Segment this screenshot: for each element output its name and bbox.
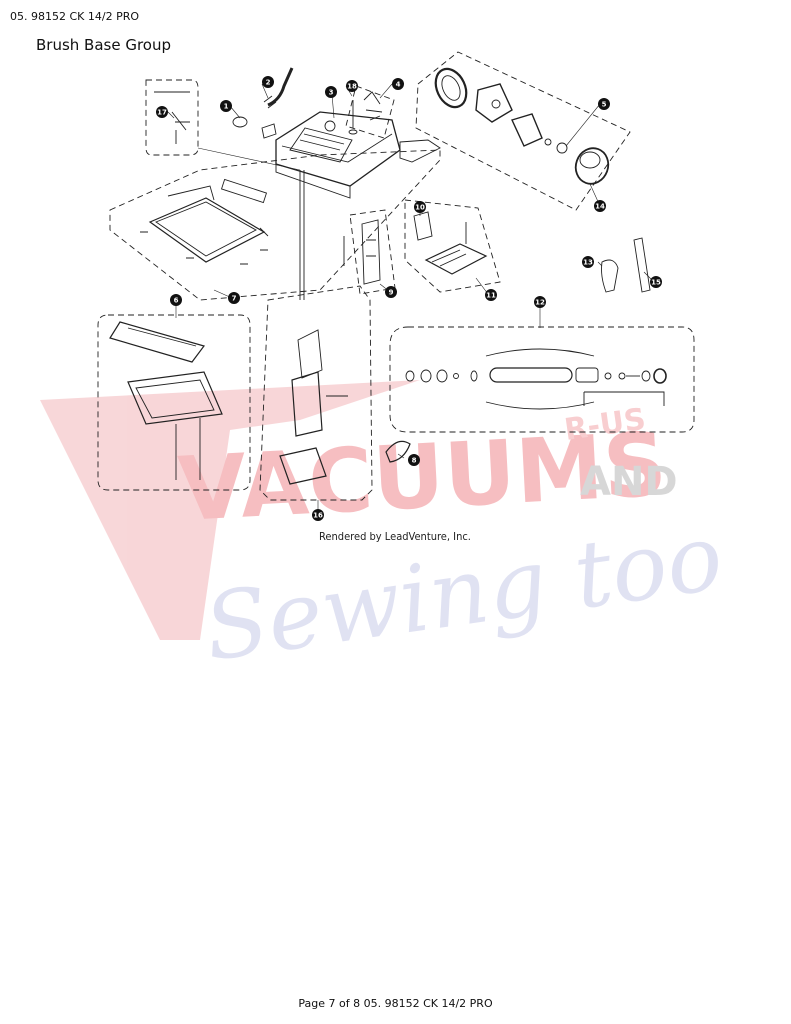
part-17-bracket [154,91,190,144]
svg-text:14: 14 [595,203,605,211]
page-footer: Page 7 of 8 05. 98152 CK 14/2 PRO [298,997,493,1010]
svg-text:16: 16 [313,512,323,520]
svg-text:11: 11 [486,292,496,300]
svg-text:7: 7 [232,295,237,303]
outline-group-7 [109,149,441,301]
watermark-swoosh [40,380,420,640]
document-code: 05. 98152 CK 14/2 PRO [10,10,140,23]
outline-group-4 [345,85,395,139]
svg-text:8: 8 [412,457,417,465]
group-outlines [97,51,695,501]
svg-text:10: 10 [415,204,425,212]
part-10-bracket [413,211,433,241]
svg-text:12: 12 [535,299,545,307]
outline-group-14 [415,51,631,211]
callout-3: 3 [325,86,337,98]
callout-14: 14 [594,200,606,212]
outline-group-9 [349,209,396,295]
callout-16: 16 [312,509,324,521]
part-16-linkage-column [279,170,348,485]
outline-group-6 [97,314,251,491]
callout-9: 9 [385,286,397,298]
outline-group-11 [404,199,501,293]
part-18-screw [348,100,358,135]
svg-text:2: 2 [266,79,271,87]
part-6-nozzle-assembly [109,321,223,480]
part-11-switch-block [424,222,488,275]
part-1-grommet [232,116,248,128]
plate-screws [140,231,268,265]
part-15-wand [633,237,651,293]
callout-18: 18 [346,80,358,92]
part-7-bottom-plate [148,178,269,263]
section-title: Brush Base Group [36,36,172,54]
callout-13: 13 [582,256,594,268]
callout-8: 8 [408,454,420,466]
housing-panel [399,139,441,163]
svg-text:4: 4 [396,81,401,89]
callout-12: 12 [534,296,546,308]
part-13-knob [601,259,619,293]
callout-15: 15 [650,276,662,288]
callouts: 1 2 3 4 5 6 7 8 9 10 11 12 13 14 15 16 1… [156,76,662,521]
part-9-latch [343,219,381,285]
callout-10: 10 [414,201,426,213]
callout-6: 6 [170,294,182,306]
outline-group-16 [259,285,373,501]
outline-group-12 [389,326,695,433]
part-12-brushroll-assembly [405,348,667,410]
callout-17: 17 [156,106,168,118]
svg-text:9: 9 [389,289,394,297]
svg-text:18: 18 [347,83,357,91]
callout-4: 4 [392,78,404,90]
callout-7: 7 [228,292,240,304]
svg-text:1: 1 [224,103,229,111]
part-2-hose-elbow [263,67,294,109]
part-8-belt [385,440,411,463]
svg-text:15: 15 [651,279,661,287]
watermark-line1: VACUUMS [176,413,669,541]
svg-text:5: 5 [602,101,607,109]
render-credit: Rendered by LeadVenture, Inc. [319,530,471,543]
outline-group-17 [145,79,199,156]
callout-11: 11 [485,289,497,301]
callout-5: 5 [598,98,610,110]
svg-text:13: 13 [583,259,593,267]
callout-1: 1 [220,100,232,112]
part-3-main-housing [275,111,401,199]
part-4-clip [363,91,383,121]
callout-2: 2 [262,76,274,88]
svg-text:6: 6 [174,297,179,305]
part-14-motor-assembly [434,67,610,185]
watermark-line2: AND [580,459,678,505]
svg-text:3: 3 [329,89,334,97]
housing-tab [261,123,277,139]
svg-text:17: 17 [157,109,167,117]
